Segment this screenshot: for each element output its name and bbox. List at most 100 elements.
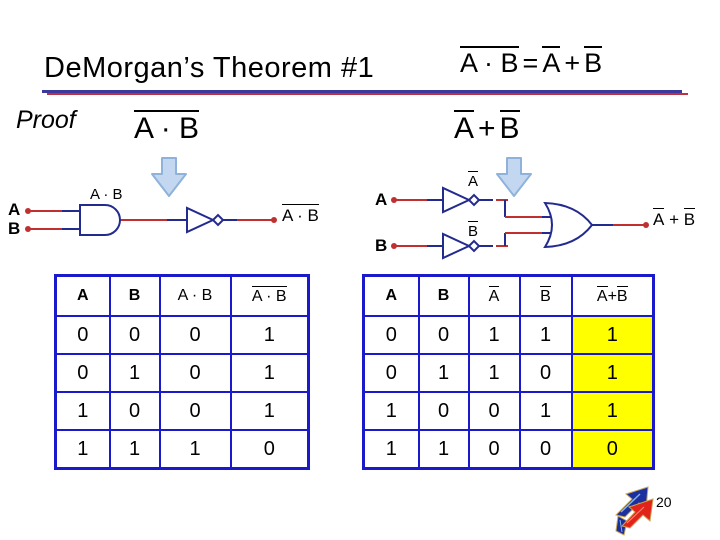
truth-cell: 1 <box>467 315 521 355</box>
left-output-text: A · B <box>282 204 319 225</box>
table-row: 1 0 0 1 <box>54 391 310 431</box>
truth-cell: 1 <box>54 429 111 470</box>
left-big-expression-text: A · B <box>134 110 200 145</box>
truth-cell: 0 <box>108 391 161 431</box>
formula-not-b: B <box>584 46 603 78</box>
right-output-not-a: A <box>653 208 665 229</box>
header-b: B <box>417 274 470 317</box>
truth-cell: 1 <box>467 353 521 393</box>
left-circuit-wires <box>25 208 277 232</box>
left-input-b-label: B <box>8 219 21 238</box>
header-or-a: A <box>596 286 608 305</box>
truth-cell: 0 <box>362 315 420 355</box>
right-output-plus: + <box>669 210 680 229</box>
truth-cell: 1 <box>362 391 420 431</box>
truth-cell: 1 <box>518 315 573 355</box>
truth-cell: 1 <box>417 353 470 393</box>
truth-cell: 0 <box>417 391 470 431</box>
proof-label: Proof <box>16 106 76 134</box>
result-cell-highlighted: 1 <box>570 353 655 393</box>
not-b-text: B <box>468 221 479 240</box>
header-not-a-or-not-b: A+B <box>570 274 655 317</box>
truth-cell: 1 <box>108 353 161 393</box>
header-not-ab-text: A · B <box>251 286 287 305</box>
table-row: 1 1 0 0 0 <box>362 429 655 470</box>
right-circuit-wires <box>391 197 649 249</box>
truth-cell: 0 <box>158 353 232 393</box>
right-output-not-b: B <box>683 208 696 229</box>
header-not-ab: A · B <box>229 274 310 317</box>
header-not-b: B <box>518 274 573 317</box>
truth-cell: 1 <box>362 429 420 470</box>
down-arrow-icon <box>496 157 532 197</box>
truth-cell: 0 <box>362 353 420 393</box>
left-input-a-label: A <box>8 200 21 219</box>
and-output-label: A · B <box>90 186 123 203</box>
truth-cell: 0 <box>518 353 573 393</box>
or-gate-icon <box>543 201 594 249</box>
not-b-label: B <box>468 221 479 240</box>
truth-cell: 1 <box>108 429 161 470</box>
truth-cell: 1 <box>229 353 310 393</box>
header-b: B <box>108 274 161 317</box>
truth-cell: 0 <box>518 429 573 470</box>
table-row: 0 1 0 1 <box>54 353 310 393</box>
truth-cell: 1 <box>417 429 470 470</box>
slide-title: DeMorgan’s Theorem #1 <box>44 52 375 84</box>
truth-cell: 1 <box>158 429 232 470</box>
truth-cell: 0 <box>229 429 310 470</box>
left-table-header-row: A B A · B A · B <box>54 274 310 317</box>
not-a-text: A <box>468 171 479 190</box>
truth-cell: 1 <box>518 391 573 431</box>
truth-cell: 0 <box>417 315 470 355</box>
header-ab: A · B <box>158 274 232 317</box>
truth-cell: 1 <box>229 315 310 355</box>
right-big-not-b: B <box>499 110 520 145</box>
not-gate-icon <box>442 186 481 214</box>
not-gate-icon <box>186 206 225 234</box>
truth-cell: 0 <box>467 429 521 470</box>
result-cell-highlighted: 1 <box>570 315 655 355</box>
right-input-b-label: B <box>375 236 388 255</box>
truth-cell: 0 <box>467 391 521 431</box>
right-big-not-a: A <box>454 110 475 145</box>
truth-cell: 1 <box>229 391 310 431</box>
header-not-b-text: B <box>540 286 551 305</box>
left-big-expression: A · B <box>132 110 201 146</box>
truth-cell: 0 <box>158 315 232 355</box>
down-arrow-icon <box>151 157 187 197</box>
truth-cell: 1 <box>54 391 111 431</box>
header-a: A <box>362 274 420 317</box>
header-or-b: B <box>616 286 628 305</box>
table-row: 0 1 1 0 1 <box>362 353 655 393</box>
header-not-a: A <box>467 274 521 317</box>
not-a-label: A <box>468 171 479 190</box>
formula-lhs: A · B <box>460 46 519 78</box>
table-row: 0 0 0 1 <box>54 315 310 355</box>
truth-cell: 0 <box>54 353 111 393</box>
title-divider-blue <box>42 90 682 93</box>
table-row: 1 1 1 0 <box>54 429 310 470</box>
left-circuit-output-label: A · B <box>282 204 319 226</box>
right-input-a-label: A <box>375 190 388 209</box>
template-logo-icon <box>615 486 654 536</box>
left-truth-table: A B A · B A · B 0 0 0 1 0 1 0 1 1 0 0 1 … <box>54 274 310 470</box>
header-not-a-text: A <box>488 286 500 305</box>
result-cell-highlighted: 0 <box>570 429 655 470</box>
right-big-plus: + <box>478 112 496 145</box>
formula-equals: = <box>522 48 539 78</box>
right-big-expression: A+B <box>452 110 522 146</box>
formula-plus: + <box>564 48 581 78</box>
truth-cell: 0 <box>108 315 161 355</box>
title-divider-red <box>47 93 688 95</box>
title-formula: A · B=A+B <box>458 46 604 79</box>
formula-not-a: A <box>542 46 561 78</box>
truth-cell: 0 <box>158 391 232 431</box>
and-gate-icon <box>79 204 121 236</box>
table-row: 1 0 0 1 1 <box>362 391 655 431</box>
right-circuit-output-label: A + B <box>653 208 696 230</box>
header-or-plus: + <box>607 288 617 305</box>
header-a: A <box>54 274 111 317</box>
truth-cell: 0 <box>54 315 111 355</box>
right-table-header-row: A B A B A+B <box>362 274 655 317</box>
